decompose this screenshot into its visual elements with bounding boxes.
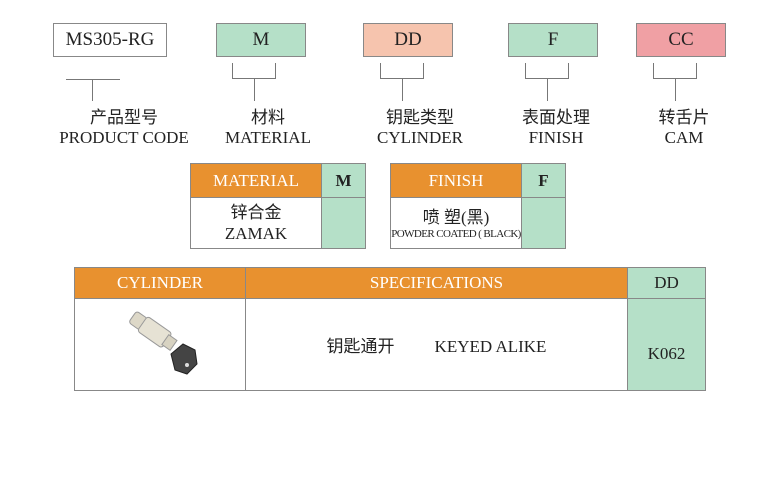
material-code-cell [321,197,366,249]
connector-line [402,79,403,101]
bracket [232,63,276,79]
connector-line [547,79,548,101]
connector-line [92,79,93,101]
code-finish: F [508,23,598,57]
dd-value: K062 [627,298,706,391]
bracket [380,63,424,79]
material-header: MATERIAL [190,163,322,198]
spec-header: SPECIFICATIONS [245,267,628,299]
connector-line [254,79,255,101]
bracket [653,63,697,79]
key-cylinder-icon [129,311,198,375]
cylinder-header: CYLINDER [74,267,246,299]
material-code: M [321,163,366,198]
finish-value: 喷 塑(黑)POWDER COATED ( BLACK) [390,197,522,249]
code-product: MS305-RG [53,23,167,57]
code-cam: CC [636,23,726,57]
connector-line [675,79,676,101]
finish-code: F [521,163,566,198]
finish-code-cell [521,197,566,249]
code-cylinder: DD [363,23,453,57]
finish-header: FINISH [390,163,522,198]
cylinder-image [74,298,246,391]
dd-header: DD [627,267,706,299]
code-material: M [216,23,306,57]
connector-line [66,79,120,80]
bracket [525,63,569,79]
